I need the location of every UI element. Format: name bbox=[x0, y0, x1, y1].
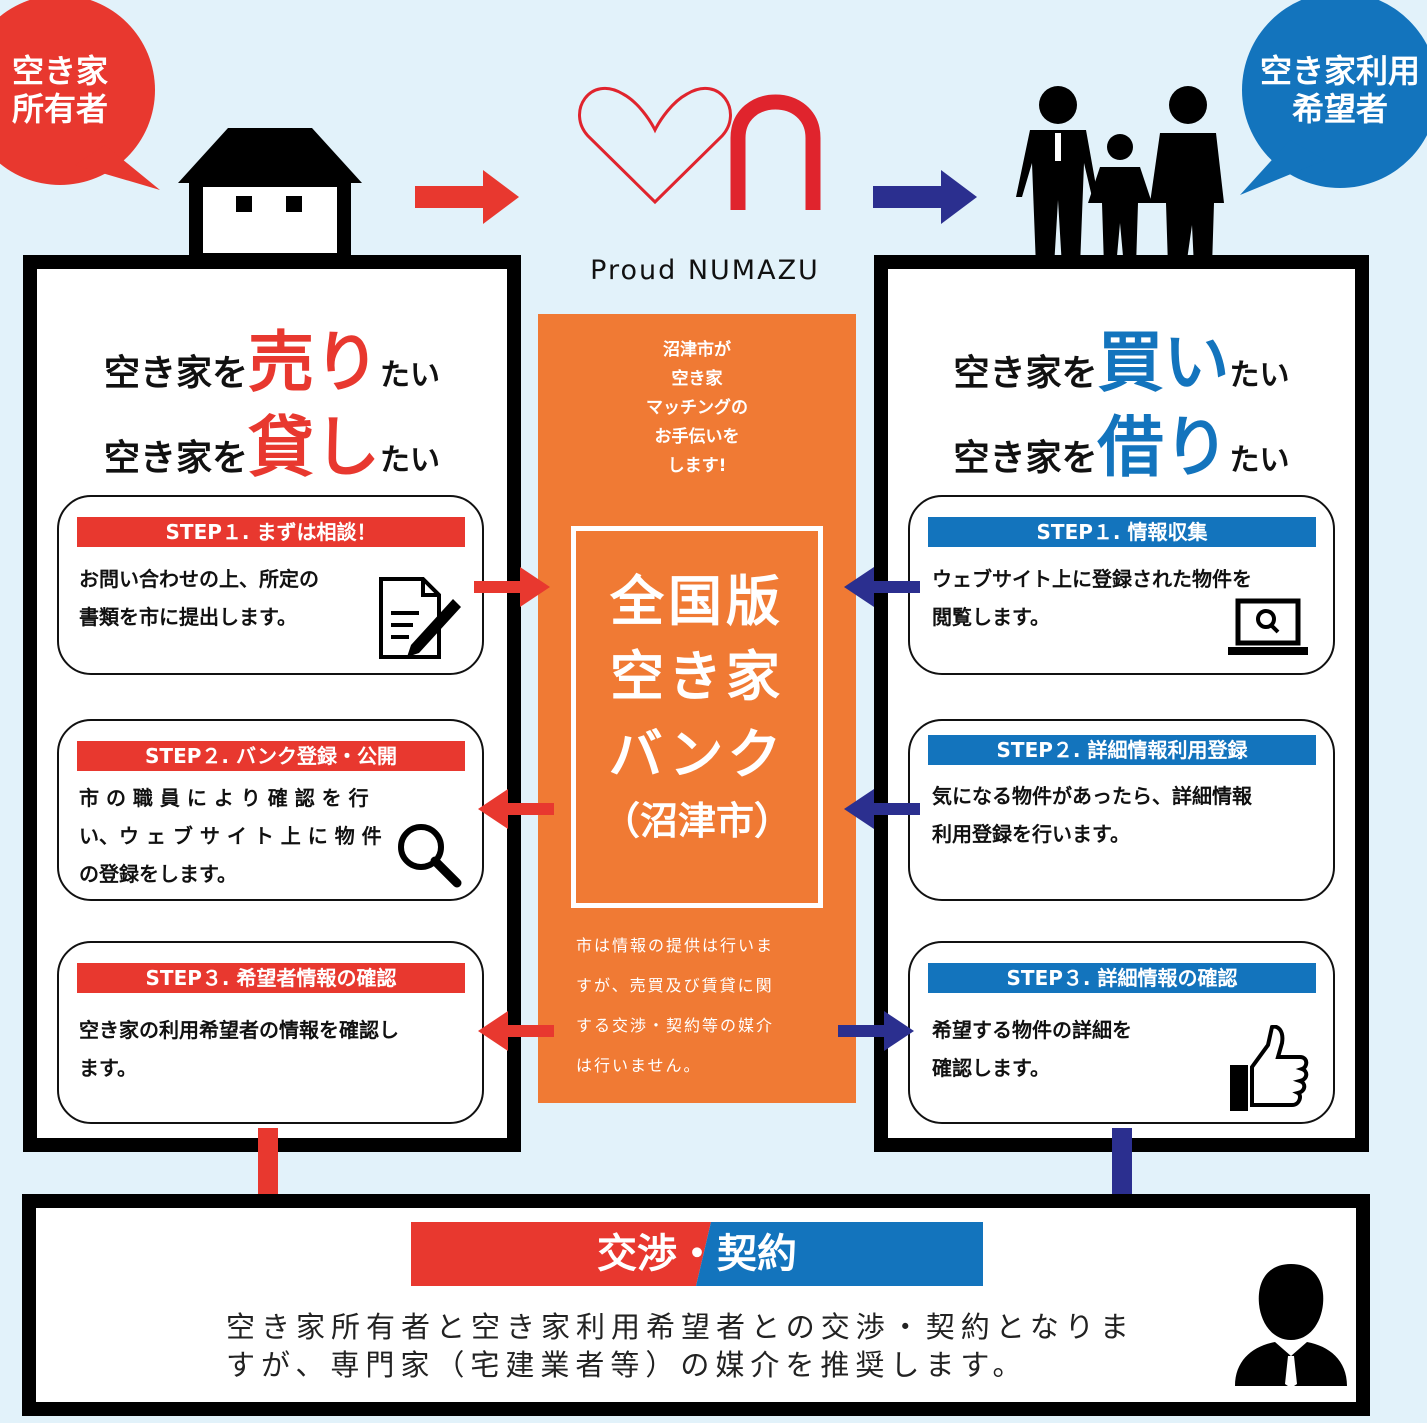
bank-box: 全国版 空き家 バンク （沼津市） bbox=[571, 526, 823, 908]
arrow-user-step2-to-bank bbox=[844, 789, 920, 829]
user-step2-line1: 気になる物件があったら、詳細情報 bbox=[932, 784, 1252, 808]
owner-step1-line1: お問い合わせの上、所定の bbox=[79, 567, 319, 591]
owner-step1-line2: 書類を市に提出します。 bbox=[79, 605, 297, 629]
center-intro-line2: 空き家 bbox=[671, 369, 723, 389]
user-step1-title: STEP１. 情報収集 bbox=[928, 517, 1316, 547]
negotiation-title-right: 契約 bbox=[717, 1231, 797, 1277]
user-bubble: 空き家利用希望者 bbox=[1230, 0, 1427, 200]
rent-heading: 空き家を借りたい bbox=[888, 394, 1355, 490]
user-step1-line2: 閲覧します。 bbox=[932, 605, 1050, 629]
user-step1-card: STEP１. 情報収集 ウェブサイト上に登録された物件を 閲覧します。 bbox=[908, 495, 1335, 675]
arrow-step1-to-bank bbox=[474, 567, 550, 607]
sell-heading: 空き家を売りたい bbox=[37, 309, 507, 405]
negotiation-line1: 空き家所有者と空き家利用希望者との交渉・契約となりま bbox=[226, 1310, 1135, 1344]
buy-pre: 空き家を bbox=[953, 353, 1098, 394]
rent-big: 借り bbox=[1097, 409, 1230, 486]
house-icon bbox=[178, 128, 362, 258]
user-step2-card: STEP２. 詳細情報利用登録 気になる物件があったら、詳細情報 利用登録を行い… bbox=[908, 719, 1335, 901]
rent-post: たい bbox=[1229, 443, 1290, 478]
sell-post: たい bbox=[380, 358, 440, 393]
user-bubble-line1: 空き家利用 bbox=[1259, 52, 1420, 90]
user-step3-title: STEP３. 詳細情報の確認 bbox=[928, 963, 1316, 993]
user-step3-card: STEP３. 詳細情報の確認 希望する物件の詳細を 確認します。 bbox=[908, 941, 1335, 1124]
document-pen-icon bbox=[379, 577, 461, 659]
center-intro: 沼津市が 空き家 マッチングの お手伝いを します! bbox=[538, 336, 856, 481]
user-step3-line2: 確認します。 bbox=[932, 1056, 1050, 1080]
rent-pre: 空き家を bbox=[953, 438, 1098, 479]
negotiation-line2: すが、専門家（宅建業者等）の媒介を推奨します。 bbox=[226, 1348, 1028, 1382]
negotiation-box: 交渉・契約 空き家所有者と空き家利用希望者との交渉・契約となりま すが、専門家（… bbox=[22, 1194, 1370, 1416]
center-intro-line4: お手伝いを bbox=[654, 427, 740, 447]
proud-numazu-logo bbox=[578, 86, 821, 210]
lend-pre: 空き家を bbox=[103, 438, 248, 479]
magnifier-icon bbox=[398, 824, 462, 888]
laptop-search-icon bbox=[1228, 598, 1308, 655]
buy-heading: 空き家を買いたい bbox=[888, 309, 1355, 405]
center-note-line3: する交渉・契約等の媒介 bbox=[576, 1016, 775, 1035]
owner-bubble-line2: 所有者 bbox=[11, 90, 108, 128]
owner-bubble: 空き家所有者 bbox=[0, 0, 165, 195]
bank-line1: 全国版 bbox=[610, 570, 784, 633]
owner-step3-line2: ます。 bbox=[79, 1056, 137, 1080]
center-note: 市は情報の提供は行いま すが、売買及び賃貸に関 する交渉・契約等の媒介 は行いま… bbox=[576, 926, 846, 1086]
arrow-bank-to-step3 bbox=[478, 1011, 554, 1051]
center-note-line2: すが、売買及び賃貸に関 bbox=[576, 976, 774, 995]
owner-step1-card: STEP１. まずは相談！ お問い合わせの上、所定の 書類を市に提出します。 bbox=[57, 495, 484, 675]
user-step3-line1: 希望する物件の詳細を bbox=[932, 1018, 1132, 1042]
center-note-line1: 市は情報の提供は行いま bbox=[576, 936, 775, 955]
businessman-icon bbox=[1235, 1264, 1347, 1388]
sell-big: 売り bbox=[248, 324, 380, 401]
owner-step2-line1: 市 の 職 員 に よ り 確 認 を 行 bbox=[79, 786, 369, 810]
arrow-owner-to-logo bbox=[415, 170, 519, 224]
bank-line3: バンク bbox=[608, 723, 786, 786]
thumbs-up-icon bbox=[1230, 1025, 1309, 1111]
arrow-logo-to-user bbox=[873, 170, 977, 224]
center-panel: 沼津市が 空き家 マッチングの お手伝いを します! 全国版 空き家 バンク （… bbox=[538, 314, 856, 1103]
sell-pre: 空き家を bbox=[103, 353, 248, 394]
user-bubble-line2: 希望者 bbox=[1291, 90, 1388, 128]
user-step2-line2: 利用登録を行います。 bbox=[932, 822, 1130, 846]
family-icon bbox=[1016, 86, 1224, 267]
lend-big: 貸し bbox=[248, 409, 380, 486]
bank-line2: 空き家 bbox=[610, 645, 784, 708]
center-intro-line1: 沼津市が bbox=[663, 340, 731, 360]
arrow-user-step1-to-bank bbox=[844, 567, 920, 607]
user-step1-line1: ウェブサイト上に登録された物件を bbox=[932, 567, 1252, 591]
logo-caption: Proud NUMAZU bbox=[590, 255, 820, 286]
lend-post: たい bbox=[380, 443, 440, 478]
center-intro-line5: します! bbox=[667, 456, 727, 476]
owner-step3-card: STEP３. 希望者情報の確認 空き家の利用希望者の情報を確認し ます。 bbox=[57, 941, 484, 1124]
buy-post: たい bbox=[1229, 358, 1290, 393]
negotiation-text: 空き家所有者と空き家利用希望者との交渉・契約となりま すが、専門家（宅建業者等）… bbox=[226, 1308, 1135, 1384]
lend-heading: 空き家を貸したい bbox=[37, 394, 507, 490]
owner-bubble-line1: 空き家 bbox=[11, 52, 108, 90]
owner-step1-title: STEP１. まずは相談！ bbox=[77, 517, 465, 547]
center-note-line4: は行いません。 bbox=[576, 1056, 702, 1075]
negotiation-title-dot: ・ bbox=[677, 1231, 717, 1277]
owner-step2-title: STEP２. バンク登録・公開 bbox=[77, 741, 465, 771]
owner-step2-card: STEP２. バンク登録・公開 市 の 職 員 に よ り 確 認 を 行 い、… bbox=[57, 719, 484, 901]
negotiation-title-banner bbox=[411, 1222, 983, 1286]
buy-big: 買い bbox=[1097, 324, 1230, 401]
negotiation-title-left: 交渉 bbox=[597, 1231, 677, 1277]
center-intro-line3: マッチングの bbox=[646, 398, 748, 418]
arrow-bank-to-user-step3 bbox=[838, 1011, 914, 1051]
owner-step2-line2: い、ウ ェ ブ サ イ ト 上 に 物 件 bbox=[79, 824, 382, 848]
owner-step2-line3: の登録をします。 bbox=[79, 862, 237, 886]
arrow-bank-to-step2 bbox=[478, 789, 554, 829]
owner-step3-line1: 空き家の利用希望者の情報を確認し bbox=[79, 1018, 399, 1042]
owner-step3-title: STEP３. 希望者情報の確認 bbox=[77, 963, 465, 993]
bank-line4: （沼津市） bbox=[601, 799, 792, 843]
user-step2-title: STEP２. 詳細情報利用登録 bbox=[928, 735, 1316, 765]
negotiation-title: 交渉・契約 bbox=[411, 1222, 983, 1286]
